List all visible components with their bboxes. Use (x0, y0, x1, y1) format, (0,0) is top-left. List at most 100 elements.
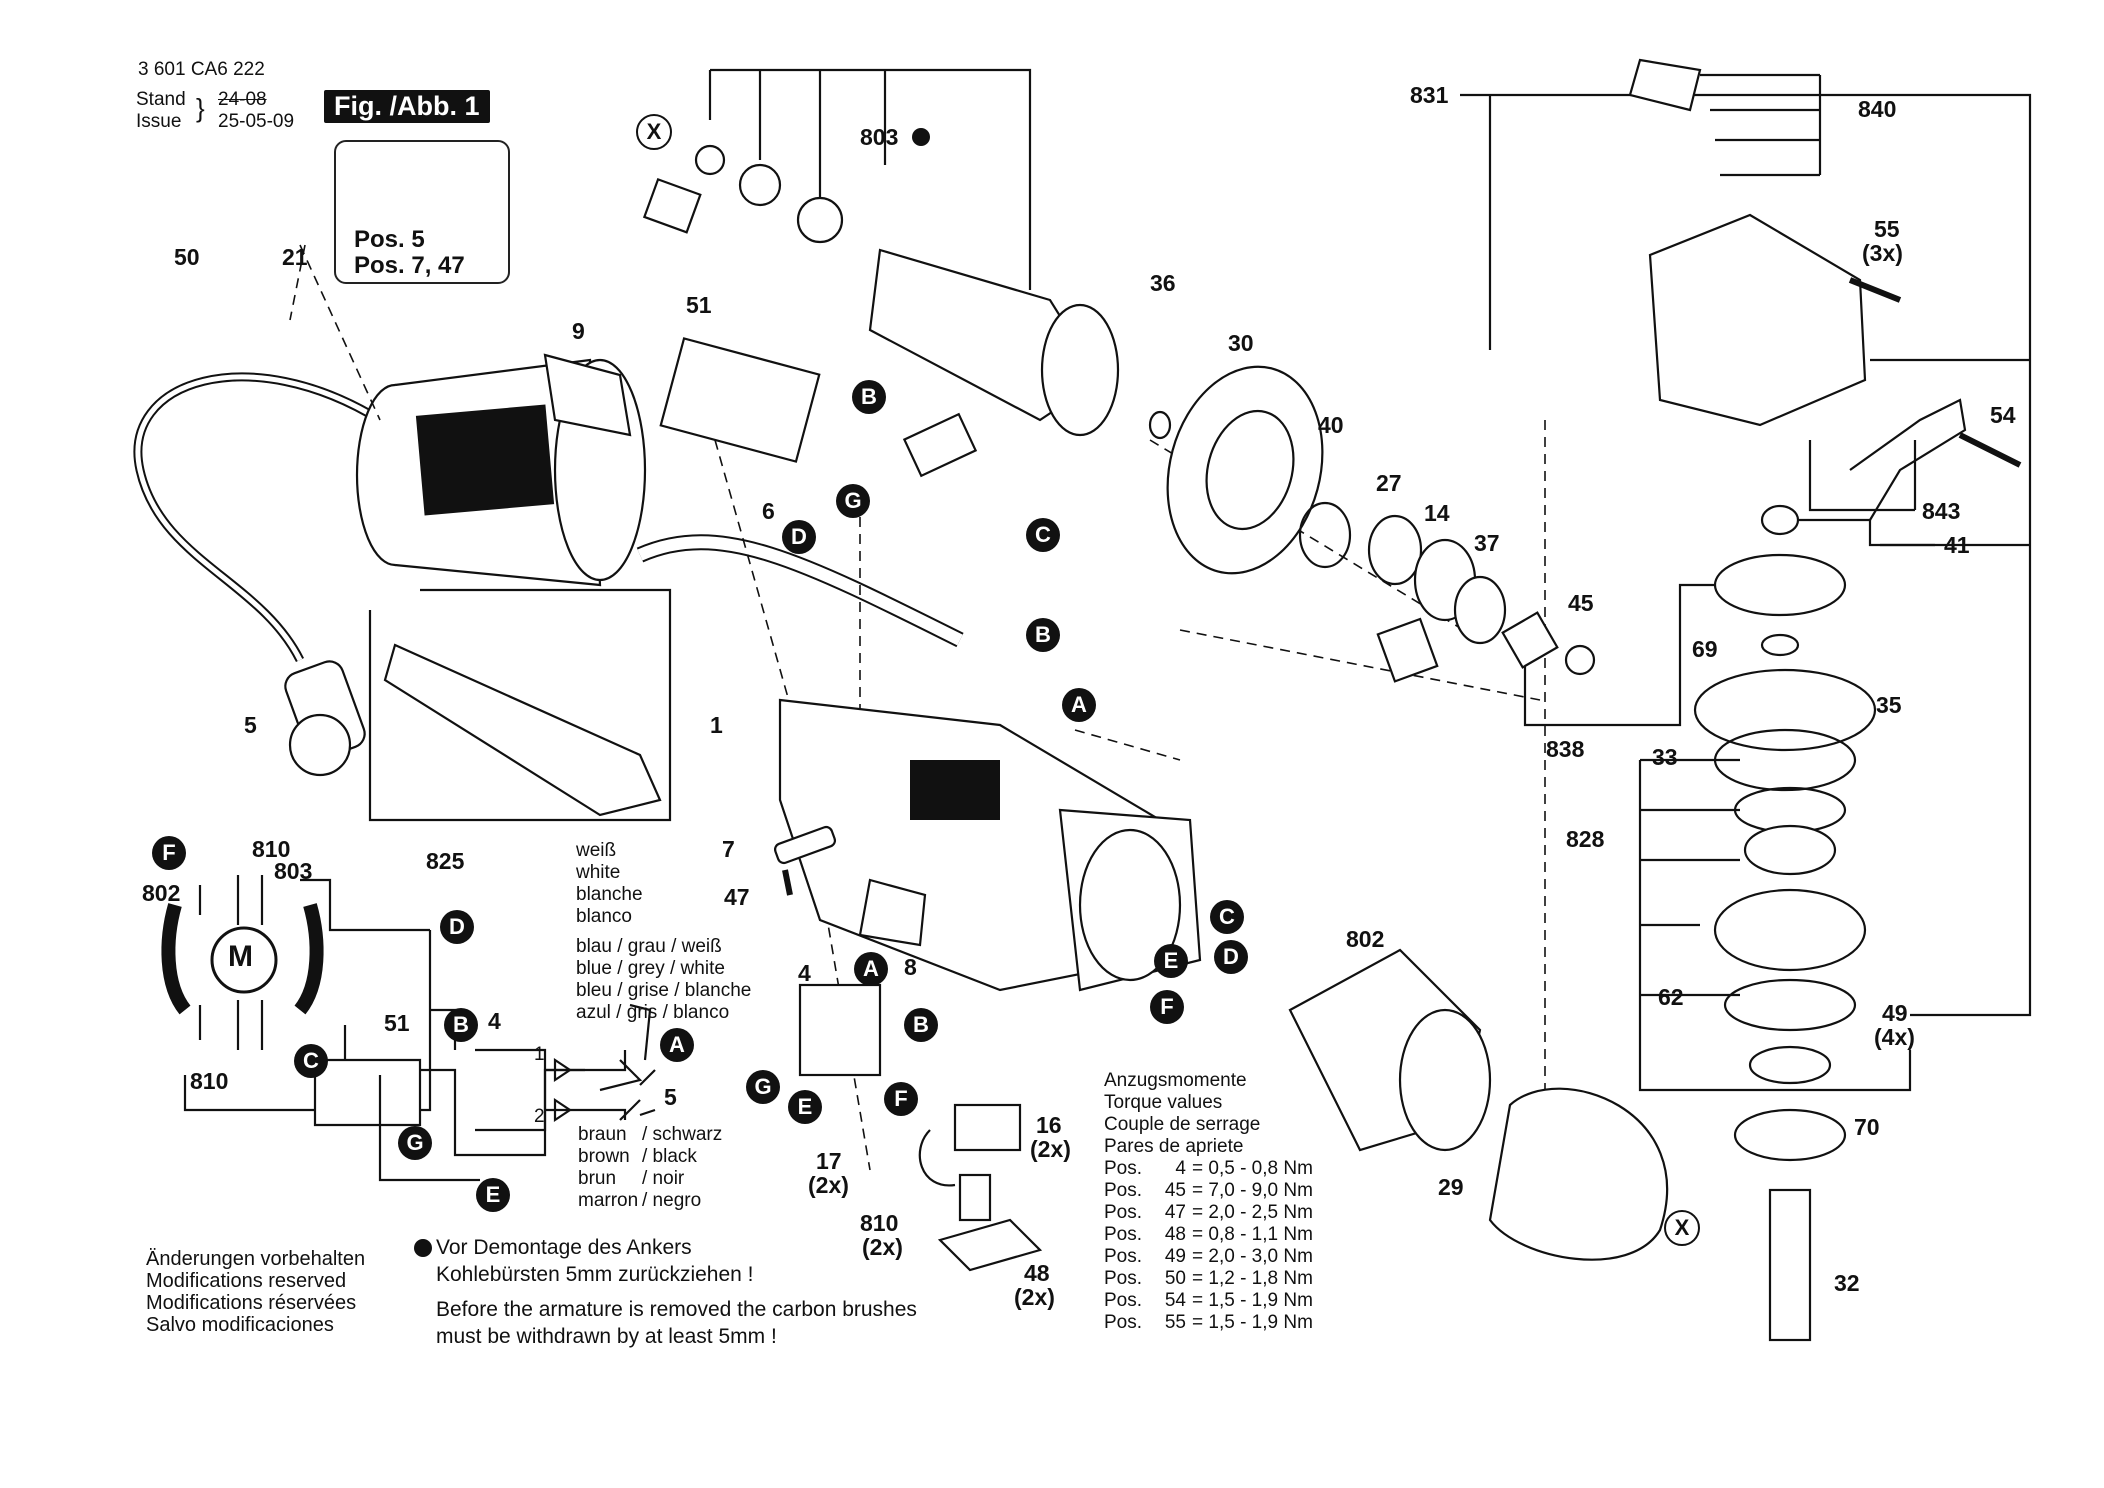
part-label: 32 (1834, 1270, 1860, 1296)
armature-note: Before the armature is removed the carbo… (436, 1298, 917, 1348)
part-label: 51 (686, 292, 712, 318)
schematic-label: 802 (142, 880, 181, 906)
torque-row: Pos.4= 0,5 - 0,8 Nm (1104, 1158, 1313, 1179)
schematic-label: 5 (664, 1084, 677, 1110)
connector-d-badge: D (1214, 940, 1248, 974)
note-marker-dot (414, 1239, 432, 1258)
connector-e-badge: E (788, 1090, 822, 1124)
torque-row: Pos.54= 1,5 - 1,9 Nm (1104, 1290, 1313, 1311)
torque-header: Anzugsmomente (1104, 1070, 1247, 1091)
connector-x-badge: X (1664, 1210, 1700, 1246)
part-label: (4x) (1874, 1024, 1915, 1050)
connector-c-badge: C (1026, 518, 1060, 552)
connector-f-badge: F (884, 1082, 918, 1116)
torque-row: Pos.48= 0,8 - 1,1 Nm (1104, 1224, 1313, 1245)
part-label: 9 (572, 318, 585, 344)
note-marker-dot (912, 128, 930, 146)
torque-header: Torque values (1104, 1092, 1223, 1113)
connector-d-badge: D (440, 910, 474, 944)
part-label: 828 (1566, 826, 1605, 852)
part-label: 49 (1882, 1000, 1908, 1026)
torque-header: Pares de apriete (1104, 1136, 1244, 1157)
stand-label: Stand (136, 89, 186, 110)
part-label: 5 (244, 712, 257, 738)
part-label: 831 (1410, 82, 1449, 108)
connector-f-badge: F (152, 836, 186, 870)
connector-g-badge: G (836, 484, 870, 518)
part-label: 8 (904, 954, 917, 980)
schematic-label: 51 (384, 1010, 410, 1036)
connector-b-badge: B (904, 1008, 938, 1042)
part-label: 803 (860, 124, 899, 150)
schematic-label: 810 (252, 836, 291, 862)
part-label: 4 (798, 960, 811, 986)
connector-g-badge: G (398, 1126, 432, 1160)
part-label: 802 (1346, 926, 1385, 952)
connector-b-badge: B (852, 380, 886, 414)
part-label: 27 (1376, 470, 1402, 496)
part-label: 16 (1036, 1112, 1062, 1138)
part-label: 6 (762, 498, 775, 524)
part-label: 838 (1546, 736, 1585, 762)
part-label: 47 (724, 884, 750, 910)
connector-a-badge: A (660, 1028, 694, 1062)
old-date: 24-08 (218, 89, 267, 110)
demontage-note: Vor Demontage des Ankers Kohlebürsten 5m… (414, 1234, 754, 1288)
connector-f-badge: F (1150, 990, 1184, 1024)
warning-line2: Pos. 7, 47 (354, 252, 465, 279)
part-label: 36 (1150, 270, 1176, 296)
torque-row: Pos.55= 1,5 - 1,9 Nm (1104, 1312, 1313, 1333)
part-label: 840 (1858, 96, 1897, 122)
warning-box (334, 140, 510, 284)
connector-c-badge: C (294, 1044, 328, 1078)
part-label: 843 (1922, 498, 1961, 524)
torque-table: Anzugsmomente Torque values Couple de se… (1104, 1070, 1313, 1334)
part-label: 29 (1438, 1174, 1464, 1200)
torque-row: Pos.45= 7,0 - 9,0 Nm (1104, 1180, 1313, 1201)
part-label: (2x) (808, 1172, 849, 1198)
schematic-label: 810 (190, 1068, 229, 1094)
connector-d-badge: D (782, 520, 816, 554)
part-label: 48 (1024, 1260, 1050, 1286)
torque-row: Pos.47= 2,0 - 2,5 Nm (1104, 1202, 1313, 1223)
part-label: 55 (1874, 216, 1900, 242)
wire-brown-legend: braun/ schwarz brown/ black brun/ noir m… (578, 1124, 723, 1211)
part-label: 54 (1990, 402, 2016, 428)
part-label: 70 (1854, 1114, 1880, 1140)
part-label: 33 (1652, 744, 1678, 770)
part-label: 21 (282, 244, 308, 270)
connector-e-badge: E (476, 1178, 510, 1212)
connector-c-badge: C (1210, 900, 1244, 934)
connector-b-badge: B (1026, 618, 1060, 652)
terminal-label: 2 (534, 1106, 545, 1127)
part-label: (2x) (1030, 1136, 1071, 1162)
part-label: 17 (816, 1148, 842, 1174)
figure-label: Fig. /Abb. 1 (324, 90, 490, 123)
terminal-label: 1 (534, 1044, 545, 1065)
new-date: 25-05-09 (218, 111, 295, 132)
part-label: 50 (174, 244, 200, 270)
part-label: (2x) (1014, 1284, 1055, 1310)
part-label: 69 (1692, 636, 1718, 662)
part-label: 45 (1568, 590, 1594, 616)
part-label: 41 (1944, 532, 1970, 558)
part-label: 37 (1474, 530, 1500, 556)
part-label: (3x) (1862, 240, 1903, 266)
schematic-label: 803 (274, 858, 313, 884)
part-label: 810 (860, 1210, 899, 1236)
connector-b-badge: B (444, 1008, 478, 1042)
connector-x-badge: X (636, 114, 672, 150)
connector-e-badge: E (1154, 944, 1188, 978)
torque-row: Pos.49= 2,0 - 3,0 Nm (1104, 1246, 1313, 1267)
part-label: 1 (710, 712, 723, 738)
part-label: 30 (1228, 330, 1254, 356)
connector-a-badge: A (1062, 688, 1096, 722)
motor-symbol: M (228, 940, 253, 973)
part-label: (2x) (862, 1234, 903, 1260)
connector-g-badge: G (746, 1070, 780, 1104)
connector-a-badge: A (854, 952, 888, 986)
brace: } (196, 93, 205, 123)
